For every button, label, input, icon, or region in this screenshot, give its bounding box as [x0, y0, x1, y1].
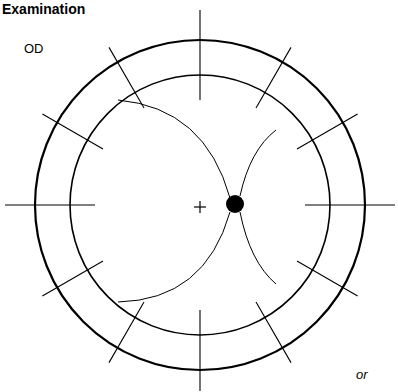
lower-arcade [118, 212, 230, 302]
lower-nasal-vessel [240, 212, 276, 284]
note-text: or [356, 368, 368, 382]
clock-line [199, 310, 200, 391]
clock-line [256, 47, 291, 108]
fovea-mark [199, 201, 200, 213]
clock-line [42, 114, 103, 149]
chart-title: Examination [2, 2, 85, 17]
eye-label: OD [24, 42, 44, 56]
clock-line [199, 10, 200, 100]
clock-line [305, 204, 395, 205]
optic-disc [226, 195, 244, 213]
inner-circle [70, 75, 330, 335]
upper-arcade [118, 100, 230, 198]
clock-line [5, 204, 95, 205]
clock-line [42, 261, 103, 296]
clock-line [297, 114, 358, 149]
clock-line [109, 47, 144, 108]
clock-lines [5, 10, 395, 391]
clock-line [109, 302, 144, 363]
clock-line [256, 302, 291, 363]
clock-line [297, 261, 358, 296]
upper-nasal-vessel [240, 130, 276, 196]
